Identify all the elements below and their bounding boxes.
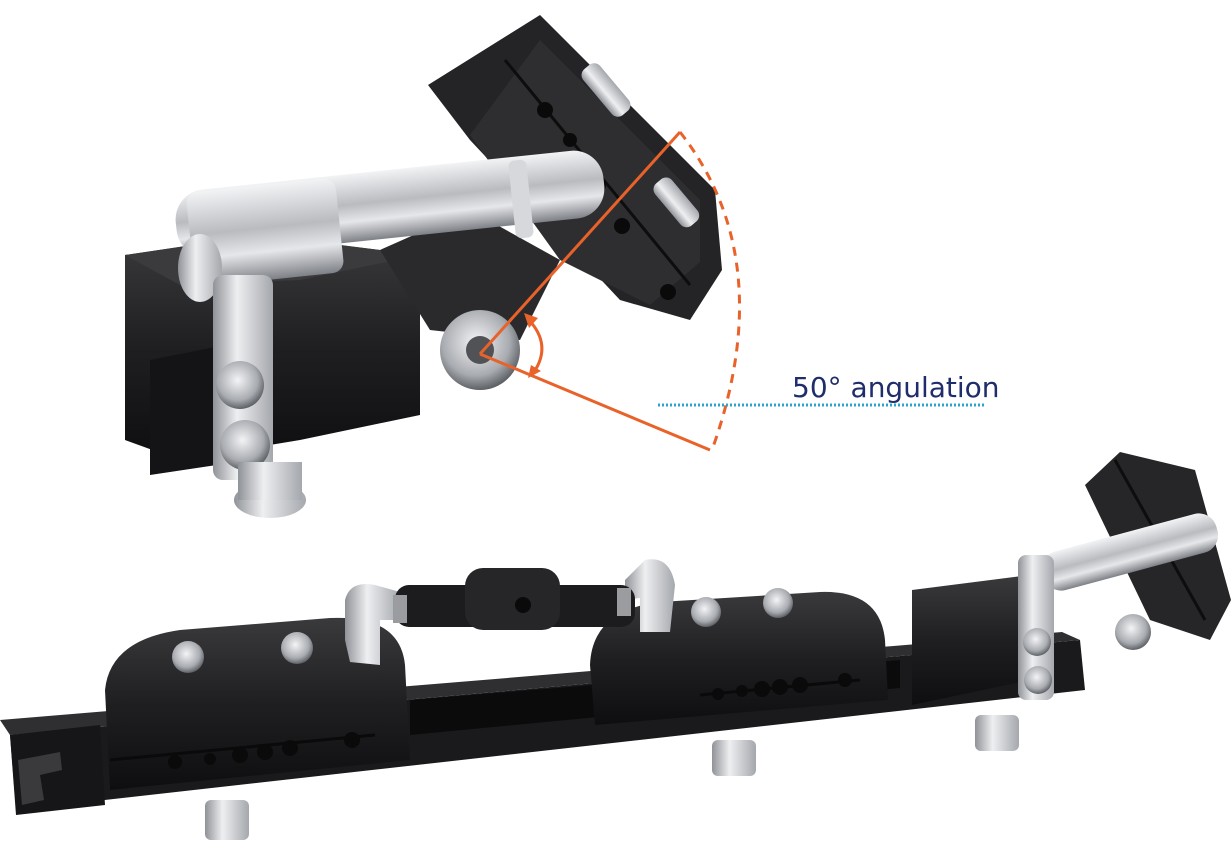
pivot-bolt [1115,614,1151,650]
hex-screw [281,632,313,664]
right-lever-plate [1018,555,1054,700]
angle-arrow-arc [527,318,544,373]
hex-screw [763,588,793,618]
right-rod [1041,513,1219,591]
angulation-clamp-detail [125,15,722,518]
middle-clamp-holes [712,673,852,700]
rail-foot [975,715,1019,751]
lever-screw [1024,666,1052,694]
arrow-head-lower [528,365,541,378]
lever-screw [1023,628,1051,656]
angle-ray-lower [479,352,711,452]
rail-end-slot [18,752,62,805]
right-clamp-block [912,575,1030,705]
left-clamp-holes [168,732,360,769]
elbow-joint-left [345,584,400,665]
full-fixator-assembly [0,452,1231,840]
pivot-bolt-socket [466,336,494,364]
clamp-foot-post [238,462,302,500]
compression-rod-center [465,568,560,630]
arrow-head-upper [524,313,538,328]
rod-thread [393,595,407,623]
hex-screw [172,641,204,673]
hex-screw [691,597,721,627]
jaw-holes [537,102,676,300]
lever-screw [220,420,270,470]
angle-annotation [478,130,986,452]
angle-ray-upper [478,130,682,356]
rail-foot [712,740,756,776]
rod-collar [186,178,344,287]
rod-end-cap [178,234,222,302]
jaw-screw [653,177,700,228]
rail-foot [205,800,249,840]
rod-thread [617,588,631,616]
jaw-screw [581,63,631,117]
lever-screw [216,361,264,409]
rod-hole [515,597,531,613]
pivot-bracket [380,210,560,340]
rod-ring [508,159,534,239]
angulation-label: 50° angulation [792,371,1000,404]
elbow-joint-right [625,559,675,632]
